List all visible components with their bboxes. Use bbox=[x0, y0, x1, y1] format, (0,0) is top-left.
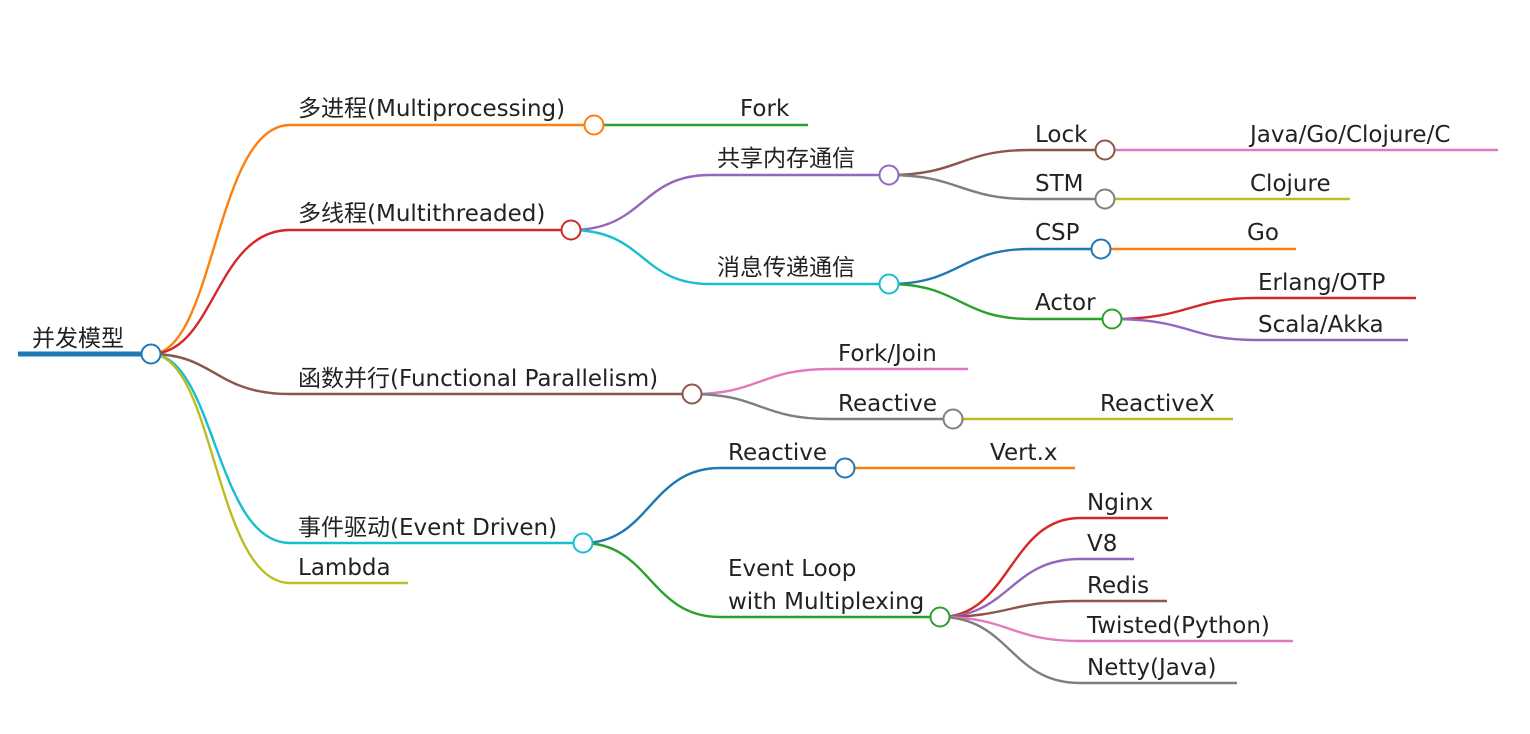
reactivex-label: ReactiveX bbox=[1100, 391, 1215, 417]
edge-csp bbox=[888, 247, 1101, 286]
stm-node-toggle[interactable] bbox=[1094, 188, 1116, 210]
edge-redis bbox=[939, 599, 1167, 619]
stm-label: STM bbox=[1035, 171, 1084, 197]
actor-label: Actor bbox=[1035, 290, 1096, 316]
edge-erlang bbox=[1111, 296, 1416, 321]
edge-root-functional bbox=[150, 352, 692, 396]
actor-node-toggle[interactable] bbox=[1101, 308, 1123, 330]
multithreaded-node-toggle[interactable] bbox=[560, 219, 582, 241]
csp-node-toggle[interactable] bbox=[1090, 238, 1112, 260]
root-node-toggle[interactable] bbox=[140, 343, 162, 365]
root-label: 并发模型 bbox=[32, 326, 124, 352]
event-reactive-label: Reactive bbox=[728, 440, 827, 466]
shared-memory-label: 共享内存通信 bbox=[717, 146, 855, 172]
edge-shared-memory bbox=[570, 173, 889, 232]
edge-actor bbox=[888, 282, 1112, 321]
event-driven-label: 事件驱动(Event Driven) bbox=[298, 515, 557, 541]
message-passing-node-toggle[interactable] bbox=[878, 273, 900, 295]
redis-label: Redis bbox=[1087, 573, 1149, 599]
event-loop-label-line1: Event Loop bbox=[728, 556, 856, 582]
edge-fork-join bbox=[691, 367, 968, 396]
edge-v8 bbox=[939, 557, 1134, 619]
event-loop-node-toggle[interactable] bbox=[929, 606, 951, 628]
edge-functional-reactive bbox=[691, 392, 953, 421]
stm-leaf-label: Clojure bbox=[1250, 171, 1331, 197]
edge-event-loop bbox=[582, 541, 940, 619]
fork-join-label: Fork/Join bbox=[838, 341, 937, 367]
edge-scala bbox=[1111, 317, 1408, 342]
v8-label: V8 bbox=[1087, 531, 1117, 557]
edge-message-passing bbox=[570, 228, 889, 286]
edge-twisted bbox=[939, 615, 1293, 643]
edge-nginx bbox=[939, 516, 1168, 619]
lock-leaf-label: Java/Go/Clojure/C bbox=[1248, 122, 1450, 148]
functional-reactive-label: Reactive bbox=[838, 391, 937, 417]
event-driven-node-toggle[interactable] bbox=[572, 532, 594, 554]
edge-stm bbox=[888, 173, 1105, 201]
netty-label: Netty(Java) bbox=[1087, 655, 1217, 681]
shared-memory-node-toggle[interactable] bbox=[878, 164, 900, 186]
edge-root-multithreaded bbox=[150, 228, 571, 356]
csp-label: CSP bbox=[1035, 220, 1080, 246]
edge-root-lambda bbox=[150, 352, 408, 585]
functional-label: 函数并行(Functional Parallelism) bbox=[298, 366, 658, 392]
vertx-label: Vert.x bbox=[990, 440, 1058, 466]
csp-leaf-label: Go bbox=[1247, 220, 1279, 246]
event-reactive-node-toggle[interactable] bbox=[834, 457, 856, 479]
multithreaded-label: 多线程(Multithreaded) bbox=[298, 201, 545, 227]
functional-node-toggle[interactable] bbox=[681, 383, 703, 405]
erlang-label: Erlang/OTP bbox=[1258, 270, 1386, 296]
edge-root-event-driven bbox=[150, 352, 583, 545]
fork-label: Fork bbox=[740, 96, 790, 122]
multiprocessing-label: 多进程(Multiprocessing) bbox=[298, 96, 565, 122]
message-passing-label: 消息传递通信 bbox=[717, 255, 855, 281]
edge-lock bbox=[888, 148, 1105, 177]
nginx-label: Nginx bbox=[1087, 490, 1153, 516]
lock-node-toggle[interactable] bbox=[1094, 139, 1116, 161]
twisted-label: Twisted(Python) bbox=[1086, 613, 1270, 639]
edge-root-multiprocessing bbox=[150, 123, 594, 356]
edge-event-reactive bbox=[582, 466, 845, 545]
lock-label: Lock bbox=[1035, 122, 1088, 148]
functional-reactive-node-toggle[interactable] bbox=[942, 408, 964, 430]
event-loop-label-line2: with Multiplexing bbox=[728, 589, 924, 615]
edge-netty bbox=[939, 615, 1237, 685]
multiprocessing-node-toggle[interactable] bbox=[583, 114, 605, 136]
scala-label: Scala/Akka bbox=[1258, 312, 1384, 338]
lambda-label: Lambda bbox=[298, 555, 391, 581]
